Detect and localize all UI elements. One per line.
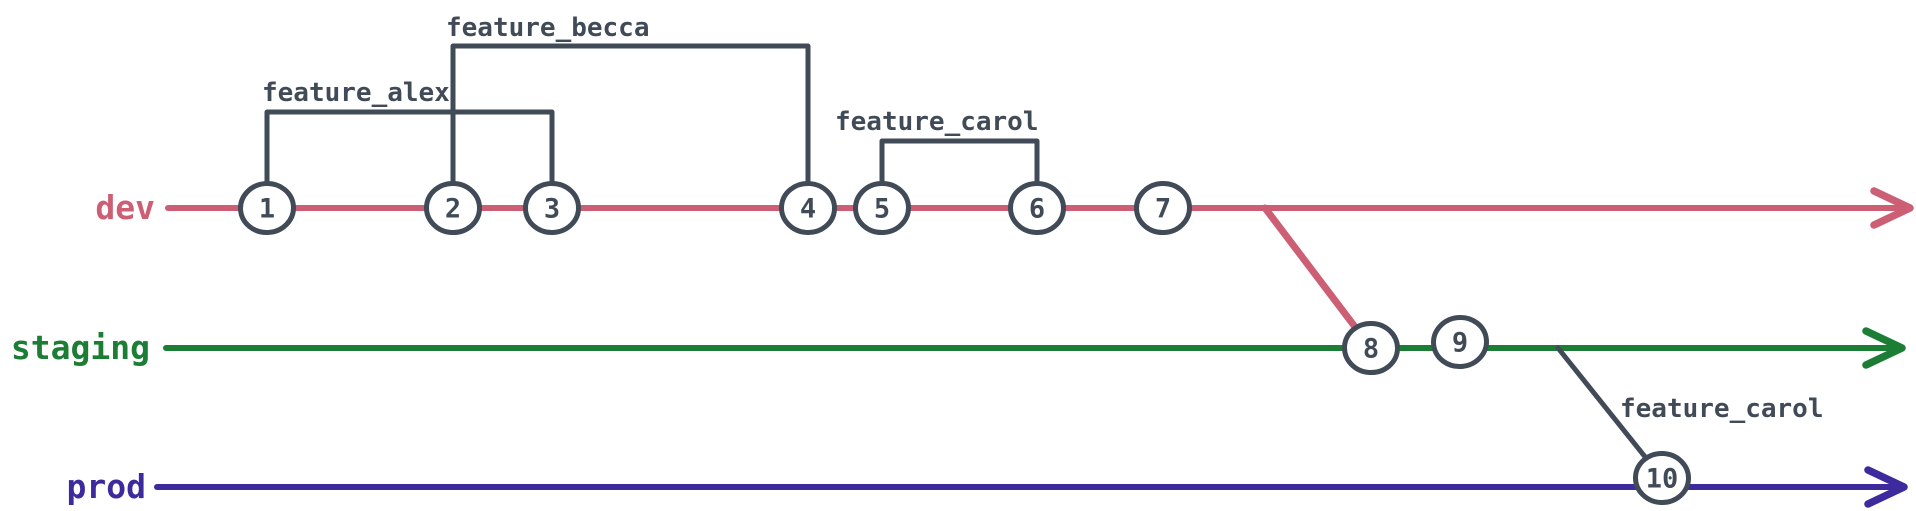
commit-node-3 (523, 180, 581, 236)
branch-label-prod: prod (67, 467, 146, 506)
commit-number: 2 (445, 194, 461, 225)
commit-number: 1 (259, 194, 275, 225)
commit-number: 4 (800, 194, 816, 225)
commit-number: 6 (1029, 194, 1045, 225)
commit-node-7 (1134, 180, 1192, 236)
commit-node-4 (779, 180, 837, 236)
commit-nodes: 1 2 3 4 5 6 7 8 9 10 (238, 180, 1691, 506)
branch-label-dev: dev (95, 188, 155, 227)
arrowhead-icon (1870, 187, 1914, 229)
arrowhead-icon (1864, 466, 1908, 508)
commit-number: 5 (874, 194, 890, 225)
commit-node-8 (1342, 320, 1400, 376)
feature-branch-label: feature_alex (262, 78, 450, 108)
feature-bracket-feature_alex (264, 109, 555, 191)
commit-node-9 (1431, 314, 1489, 370)
commit-node-6 (1008, 180, 1066, 236)
feature-bracket-feature_carol (879, 138, 1040, 191)
branch-label-staging: staging (11, 328, 150, 367)
commit-number: 8 (1363, 334, 1379, 365)
commit-number: 7 (1155, 194, 1171, 225)
commit-node-2 (424, 180, 482, 236)
feature-branch-label: feature_carol (835, 107, 1039, 137)
labels: dev staging prod feature_alex feature_beccaf… (11, 13, 1824, 506)
feature-brackets (264, 43, 1040, 191)
commit-node-1 (238, 180, 296, 236)
commit-number: 3 (544, 194, 560, 225)
commit-number: 9 (1452, 328, 1468, 359)
commit-number: 10 (1646, 464, 1679, 495)
feature-bracket-feature_becca (450, 43, 811, 191)
commit-node-5 (853, 180, 911, 236)
commit-node-10 (1633, 450, 1691, 506)
arrowhead-icon (1862, 327, 1906, 369)
feature-branch-label: feature_carol (1620, 394, 1824, 424)
feature-branch-label: feature_becca (446, 13, 650, 43)
merge-link-dev-to-staging (1261, 204, 1375, 352)
